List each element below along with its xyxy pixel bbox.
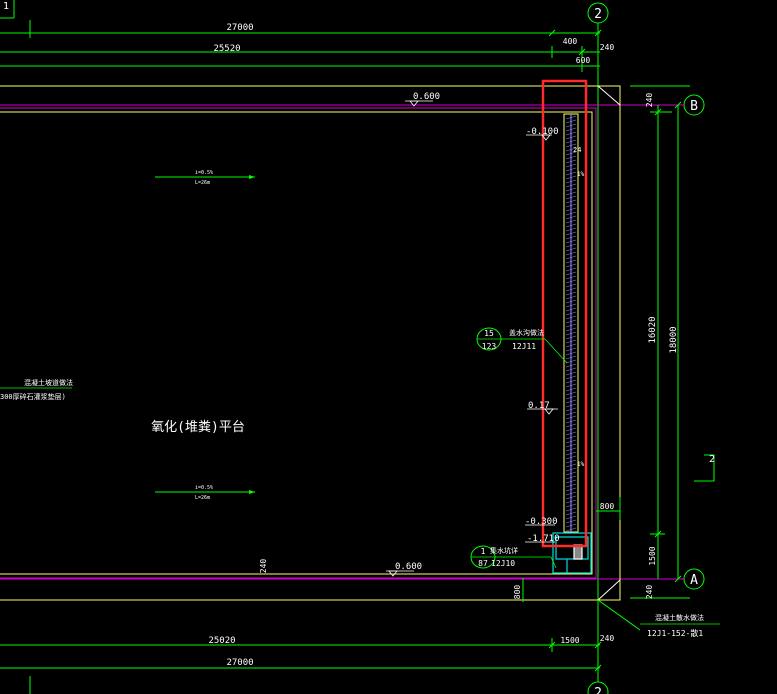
callout-15-num: 15 [484,329,494,338]
dim-240-bottom-left: 240 [259,559,268,574]
slope-top-i: i=0.5% [195,170,213,176]
gutter-slope-bottom: 1% [577,461,585,468]
platform-outline[interactable] [0,85,641,631]
drain-gutter[interactable] [563,113,579,533]
platform-label: 氧化(堆粪)平台 [151,420,245,435]
dim-right-18000: 18000 [669,326,679,353]
detail-callout-1[interactable]: 1 87 集水坑详 12J10 [470,545,557,569]
dim-top-total: 27000 [226,23,253,33]
callout-1-num: 1 [481,547,486,556]
apron-note-title: 混凝土散水做法 [655,613,704,622]
section-mark-2: 2 [709,454,715,465]
dim-top-600: 600 [576,56,591,65]
callout-15-ref: 12J11 [512,342,536,351]
grid-axis-b[interactable]: B [683,94,705,116]
callout-1-den: 87 [478,559,488,568]
slope-bottom-i: i=0.5% [195,485,213,491]
elevation-gutter-top-label: -0.100 [526,127,559,137]
grid-axis-2-top[interactable]: 2 [587,2,609,24]
axis-b-label: B [690,99,698,114]
apron-note-ref: 12J1-152-散1 [647,628,703,638]
dim-bottom-span: 25020 [208,636,235,646]
elevation-bottom: 0.600 [386,562,422,577]
elevation-lowest-label: -1.710 [527,534,560,544]
dim-right-16020: 16020 [648,316,658,343]
callout-15-title: 盖水沟做法 [509,328,544,337]
elevation-low: -0.300 [525,517,558,527]
axis-2-bottom-label: 2 [594,686,602,694]
left-note-line1: 混凝土坡道做法 [24,378,73,387]
selection-highlight[interactable] [541,79,588,548]
left-note-line2: 300厚碎石灌浆垫层) [0,392,66,401]
elevation-mid-label: 0.17 [528,401,550,411]
dim-800-right-group [596,497,621,520]
dim-800-right: 800 [600,502,615,511]
slope-top-l: L=26m [195,180,210,186]
dim-800-bottom: 800 [513,585,522,600]
left-ramp-note: 混凝土坡道做法 300厚碎石灌浆垫层) [0,378,73,401]
detail-callout-15[interactable]: 15 123 盖水沟做法 12J11 [476,327,568,364]
gutter-dim-24: 24 [573,146,581,154]
dim-right-240-bottom: 240 [645,585,654,600]
dim-right-240-top: 240 [645,93,654,108]
elevation-top: 0.600 [405,92,440,107]
slope-bottom-l: L=26m [195,495,210,501]
top-dimensions [0,20,602,72]
slope-arrow-top: i=0.5% L=26m [155,170,255,186]
elevation-mid: 0.17 [527,401,558,415]
elevation-gutter-top: -0.100 [526,127,559,141]
grid-axis-1-marker: 1 [0,0,15,19]
dim-top-400: 400 [563,37,578,46]
dim-top-span: 25520 [213,44,240,54]
bottom-dimensions [0,638,602,694]
dim-bottom-total: 27000 [226,658,253,668]
right-dimensions [630,85,715,599]
grid-axis-2-bottom[interactable]: 2 [587,681,609,694]
axis-2-top-label: 2 [594,7,602,22]
axis-a-label: A [690,573,698,588]
axis-1-label: 1 [3,1,9,12]
elevation-bottom-label: 0.600 [395,562,422,572]
grid-lines [0,23,684,682]
elevation-lowest: -1.710 [525,534,560,544]
elevation-top-label: 0.600 [413,92,440,102]
callout-1-ref: 12J10 [491,559,515,568]
sump-pit[interactable] [552,532,592,574]
callout-15-den: 123 [482,342,497,351]
apron-note: 混凝土散水做法 12J1-152-散1 [640,613,720,638]
slope-arrow-bottom: i=0.5% L=26m [155,485,255,501]
gutter-slope-top: 1% [577,171,585,178]
callout-1-title: 集水坑详 [490,546,518,555]
elevation-low-label: -0.300 [525,517,558,527]
grid-axis-a[interactable]: A [683,568,705,590]
dim-right-1500: 1500 [648,546,657,565]
dim-top-240: 240 [600,43,615,52]
dim-bottom-240: 240 [600,634,615,643]
dim-bottom-1500: 1500 [560,636,579,645]
